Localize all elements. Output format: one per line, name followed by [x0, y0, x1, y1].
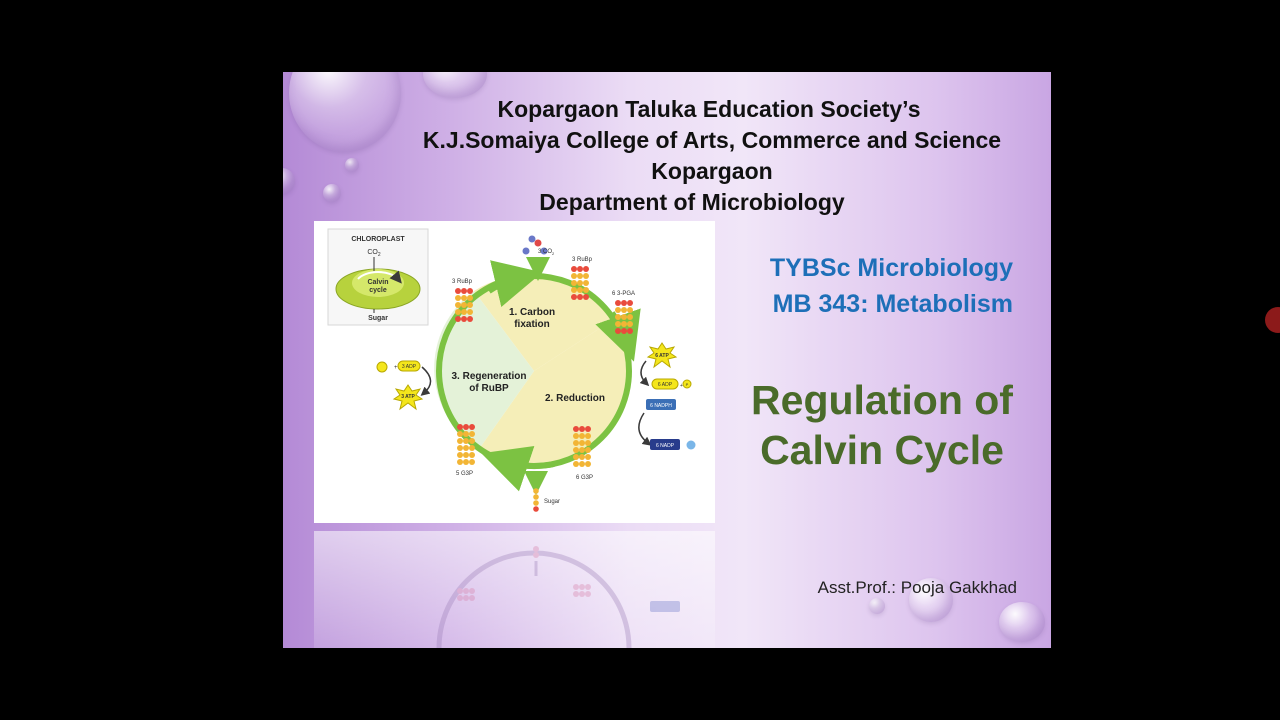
slide: Kopargaon Taluka Education Society’s K.J… [283, 72, 1051, 648]
nadp-label: 6 NADP [656, 443, 675, 449]
inset-co2: CO2 [367, 249, 381, 258]
nadph-box [646, 399, 676, 410]
recording-indicator-dot[interactable] [1265, 307, 1280, 333]
author-credit: Asst.Prof.: Pooja Gakkhad [817, 578, 1017, 597]
rubp-top-label: 3 RuBp [572, 257, 593, 263]
inset-cycle-label-2: cycle [369, 287, 387, 294]
adp-plus: + [680, 383, 683, 389]
lecture-title-line2: Calvin Cycle [760, 427, 1004, 473]
college-location: Kopargaon [651, 158, 773, 184]
sugar-output-label: Sugar [544, 499, 560, 505]
nadph-label: 6 NADPH [650, 403, 672, 409]
atp-3-burst [392, 384, 424, 411]
calvin-cycle-svg: CHLOROPLAST CO2 Calvin cycle Sugar [327, 228, 696, 512]
inset-cycle-label: Calvin [367, 279, 388, 286]
adp-3-label: 3 ADP [402, 364, 417, 370]
college-name: K.J.Somaiya College of Arts, Commerce an… [422, 127, 1002, 153]
g3p-6-label: 6 G3P [576, 475, 593, 481]
reflection-svg [436, 546, 680, 648]
department-name: Department of Microbiology [539, 189, 845, 215]
phase-carbon-fixation: 1. Carbon [509, 307, 555, 318]
rubp-left-label: 3 RuBp [452, 279, 473, 285]
bubble-decoration [323, 184, 341, 202]
pi-label: P [686, 382, 689, 387]
atp-3-label: 3 ATP [401, 394, 415, 400]
g3p-5-label: 5 G3P [456, 471, 473, 477]
g3p-5-stack: 5 G3P [456, 424, 475, 477]
bubble-decoration [869, 598, 885, 614]
adp-6-label: 6 ADP [658, 382, 673, 388]
sector-reduction [479, 319, 631, 468]
rubp-left-stack: 3 RuBp [452, 279, 473, 322]
bubble-decoration [909, 578, 953, 622]
g3p-6-stack: 6 G3P [573, 426, 593, 481]
institution-header: Kopargaon Taluka Education Society’s K.J… [283, 94, 1051, 218]
bubble-decoration [345, 158, 359, 172]
chloroplast-inset: CHLOROPLAST CO2 Calvin cycle Sugar [327, 228, 429, 326]
paper-code: MB 343: Metabolism [772, 290, 1013, 318]
course-info: TYBSc Microbiology MB 343: Metabolism [770, 250, 1013, 322]
phase-regeneration-2: of RuBP [469, 383, 509, 394]
diagram-reflection [314, 531, 715, 648]
pga-label: 6 3-PGA [612, 291, 635, 297]
bubble-decoration [999, 602, 1045, 642]
phase-reduction: 2. Reduction [545, 393, 605, 404]
rubp-top-stack: 3 RuBp [571, 257, 593, 300]
society-name: Kopargaon Taluka Education Society’s [497, 96, 921, 122]
course-name: TYBSc Microbiology [769, 254, 1013, 282]
inset-sugar: Sugar [368, 315, 388, 322]
atp-6-label: 6 ATP [655, 353, 669, 359]
pga-stack: 6 3-PGA [612, 291, 635, 334]
calvin-cycle-diagram: CHLOROPLAST CO2 Calvin cycle Sugar [314, 221, 715, 523]
co2-input-label: 3 CO2 [538, 249, 555, 256]
phase-carbon-fixation-2: fixation [514, 319, 550, 330]
regen-plus: + [394, 365, 398, 371]
atp-6-burst [646, 342, 678, 369]
sector-regeneration [434, 291, 534, 449]
lecture-title: Regulation of Calvin Cycle [723, 375, 1041, 475]
inset-title: CHLOROPLAST [351, 236, 405, 243]
lecture-title-line1: Regulation of [751, 377, 1013, 423]
phase-regeneration: 3. Regeneration [451, 371, 526, 382]
nadp-box [650, 439, 680, 450]
bubble-decoration [283, 168, 295, 194]
